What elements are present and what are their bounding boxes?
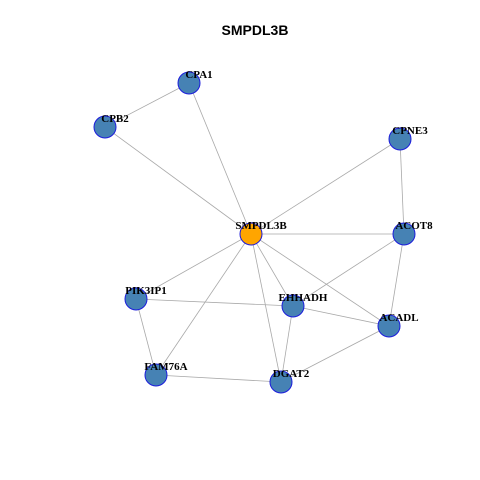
edge-fam76a-dgat2: [155, 374, 282, 383]
edge-cpa1-smpdl3b: [188, 82, 252, 235]
edge-pik3ip1-fam76a: [135, 298, 157, 376]
edge-acot8-acadl: [388, 233, 405, 327]
node-label-fam76a: FAM76A: [144, 361, 187, 373]
edge-smpdl3b-acadl: [250, 233, 390, 327]
node-smpdl3b: [239, 222, 263, 246]
node-fam76a: [144, 363, 168, 387]
edge-cpne3-acot8: [399, 138, 405, 235]
node-dgat2: [269, 370, 293, 394]
edge-cpne3-smpdl3b: [250, 138, 401, 235]
node-label-smpdl3b: SMPDL3B: [235, 220, 287, 232]
node-acadl: [377, 314, 401, 338]
edge-acot8-ehhadh: [292, 233, 405, 307]
edge-smpdl3b-pik3ip1: [135, 233, 252, 300]
node-label-cpne3: CPNE3: [392, 125, 428, 137]
node-acot8: [392, 222, 416, 246]
edge-ehhadh-dgat2: [280, 305, 294, 383]
graph-title: SMPDL3B: [222, 22, 289, 38]
node-cpne3: [388, 127, 412, 151]
node-label-cpb2: CPB2: [101, 113, 129, 125]
node-cpb2: [93, 115, 117, 139]
edge-layer: [104, 82, 405, 383]
node-label-acadl: ACADL: [379, 312, 418, 324]
node-label-ehhadh: EHHADH: [279, 292, 328, 304]
node-ehhadh: [281, 294, 305, 318]
edge-smpdl3b-ehhadh: [250, 233, 294, 307]
node-cpa1: [177, 71, 201, 95]
node-label-pik3ip1: PIK3IP1: [125, 285, 167, 297]
edge-smpdl3b-dgat2: [250, 233, 282, 383]
node-label-dgat2: DGAT2: [273, 368, 310, 380]
node-label-cpa1: CPA1: [185, 69, 212, 81]
edge-smpdl3b-fam76a: [155, 233, 252, 376]
edge-pik3ip1-ehhadh: [135, 298, 294, 307]
edge-cpb2-smpdl3b: [104, 126, 252, 235]
edge-cpa1-cpb2: [104, 82, 190, 128]
node-layer: [93, 71, 416, 394]
node-label-acot8: ACOT8: [395, 220, 433, 232]
node-pik3ip1: [124, 287, 148, 311]
edge-ehhadh-acadl: [292, 305, 390, 327]
edge-acadl-dgat2: [280, 325, 390, 383]
